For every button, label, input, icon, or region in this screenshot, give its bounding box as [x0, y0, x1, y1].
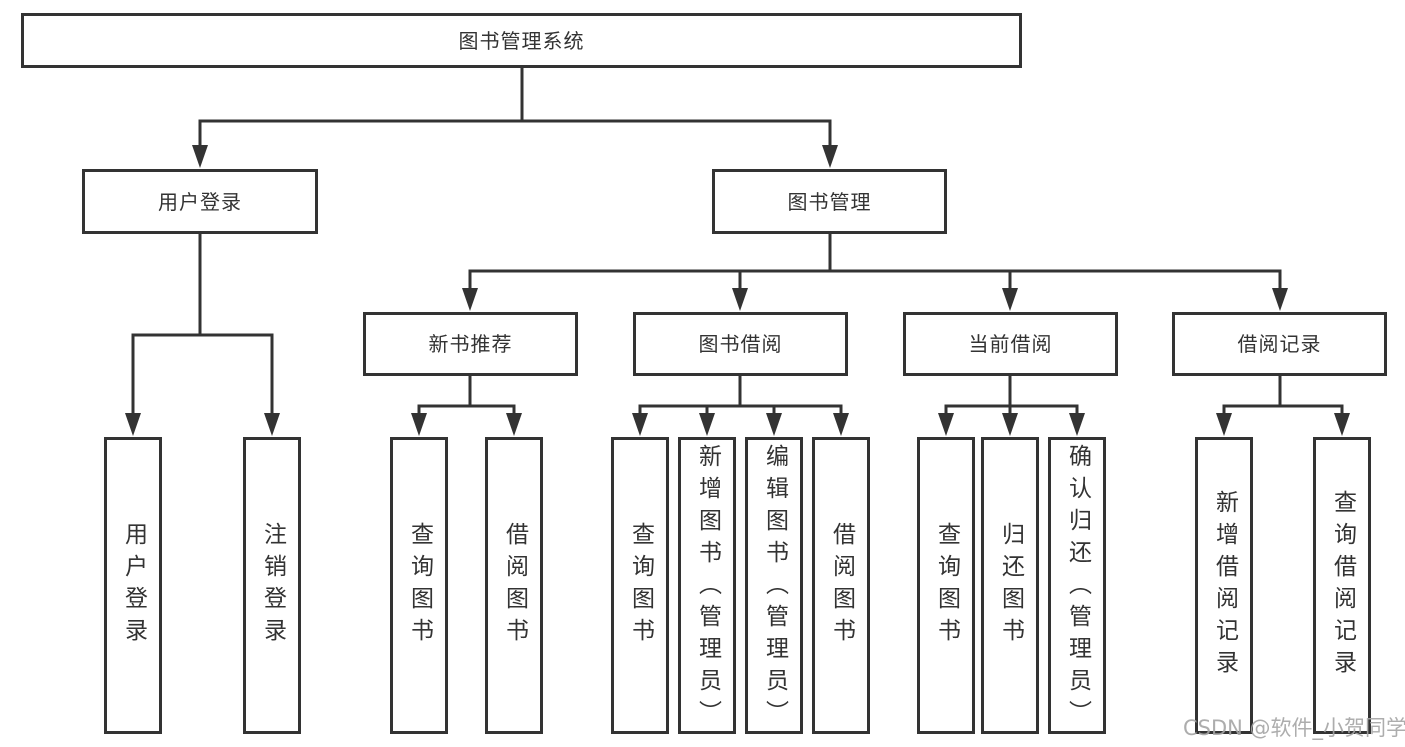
leaf-add-books-admin: 新增图书（管理员） — [678, 437, 736, 734]
leaf-return-books: 归还图书 — [981, 437, 1039, 734]
leaf-recommend-borrow-books: 借阅图书 — [485, 437, 543, 734]
node-label: 图书借阅 — [698, 332, 783, 356]
node-library-system-root: 图书管理系统 — [21, 13, 1022, 68]
leaf-recommend-query-books: 查询图书 — [390, 437, 448, 734]
csdn-watermark: CSDN @软件_小贺同学 — [1183, 716, 1405, 740]
leaf-current-query-books: 查询图书 — [917, 437, 975, 734]
node-label: 用户登录 — [120, 521, 147, 650]
leaf-borrow-books: 借阅图书 — [812, 437, 870, 734]
leaf-confirm-return-admin: 确认归还（管理员） — [1048, 437, 1106, 734]
node-borrow-records: 借阅记录 — [1172, 312, 1387, 376]
node-label: 新增借阅记录 — [1211, 489, 1238, 682]
node-label: 编辑图书（管理员） — [761, 444, 788, 732]
node-current-borrow: 当前借阅 — [903, 312, 1118, 376]
leaf-query-borrow-record: 查询借阅记录 — [1313, 437, 1371, 734]
node-label: 归还图书 — [997, 521, 1024, 650]
leaf-borrow-query-books: 查询图书 — [611, 437, 669, 734]
node-label: 确认归还（管理员） — [1064, 444, 1091, 732]
node-book-management: 图书管理 — [712, 169, 947, 234]
node-label: 借阅图书 — [828, 521, 855, 650]
node-label: 新增图书（管理员） — [694, 444, 721, 732]
node-label: 查询图书 — [406, 521, 433, 650]
leaf-user-login: 用户登录 — [104, 437, 162, 734]
node-new-book-recommend: 新书推荐 — [363, 312, 578, 376]
node-label: 当前借阅 — [968, 332, 1053, 356]
leaf-add-borrow-record: 新增借阅记录 — [1195, 437, 1253, 734]
leaf-logout: 注销登录 — [243, 437, 301, 734]
arrowheads — [125, 145, 1350, 436]
node-label: 图书管理系统 — [458, 28, 585, 53]
node-book-borrow: 图书借阅 — [633, 312, 848, 376]
node-label: 借阅记录 — [1237, 332, 1322, 356]
node-label: 用户登录 — [158, 189, 242, 214]
node-label: 图书管理 — [787, 189, 872, 214]
node-label: 查询图书 — [627, 521, 654, 650]
node-user-login: 用户登录 — [82, 169, 318, 234]
leaf-edit-books-admin: 编辑图书（管理员） — [745, 437, 803, 734]
node-label: 注销登录 — [259, 521, 286, 650]
node-label: 查询借阅记录 — [1329, 489, 1356, 682]
node-label: 新书推荐 — [428, 332, 513, 356]
node-label: 借阅图书 — [501, 521, 528, 650]
node-label: 查询图书 — [933, 521, 960, 650]
connector-lines — [131, 66, 1344, 416]
